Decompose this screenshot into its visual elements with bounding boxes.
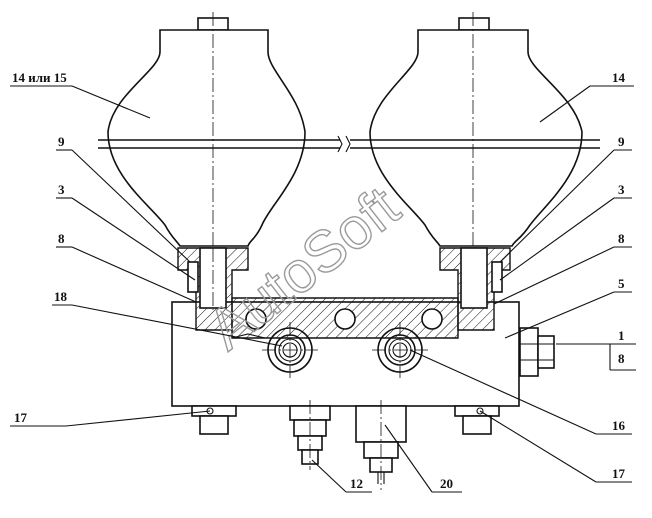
callout-8-boxed: 8 [618,351,625,366]
right-fitting [439,247,511,331]
callout-18: 18 [54,289,68,304]
callout-20: 20 [440,476,453,491]
callout-9-right: 9 [618,134,625,149]
callout-8-left: 8 [58,231,65,246]
callout-box [609,343,636,371]
port-18 [262,322,318,378]
callout-14: 14 [612,70,626,85]
callout-8-right: 8 [618,231,625,246]
left-fitting [177,247,249,331]
callout-9-left: 9 [58,134,65,149]
callout-3-right: 3 [618,182,625,197]
leader-lines [10,85,634,493]
side-nut-1 [519,327,555,377]
callout-12: 12 [350,476,363,491]
right-accumulator [369,12,583,330]
port-16 [372,322,428,378]
sensor-12 [289,400,331,470]
callout-17-right: 17 [612,466,626,481]
plug-17-right [454,405,500,435]
callout-1: 1 [618,328,625,343]
plug-17-left [191,405,237,435]
callout-3-left: 3 [58,182,65,197]
left-accumulator [107,12,306,330]
callout-5: 5 [618,276,625,291]
sensor-20 [355,400,407,490]
callout-17-left: 17 [14,410,28,425]
break-line [98,135,600,153]
callout-16: 16 [612,418,626,433]
callout-14-or-15: 14 или 15 [12,70,67,85]
